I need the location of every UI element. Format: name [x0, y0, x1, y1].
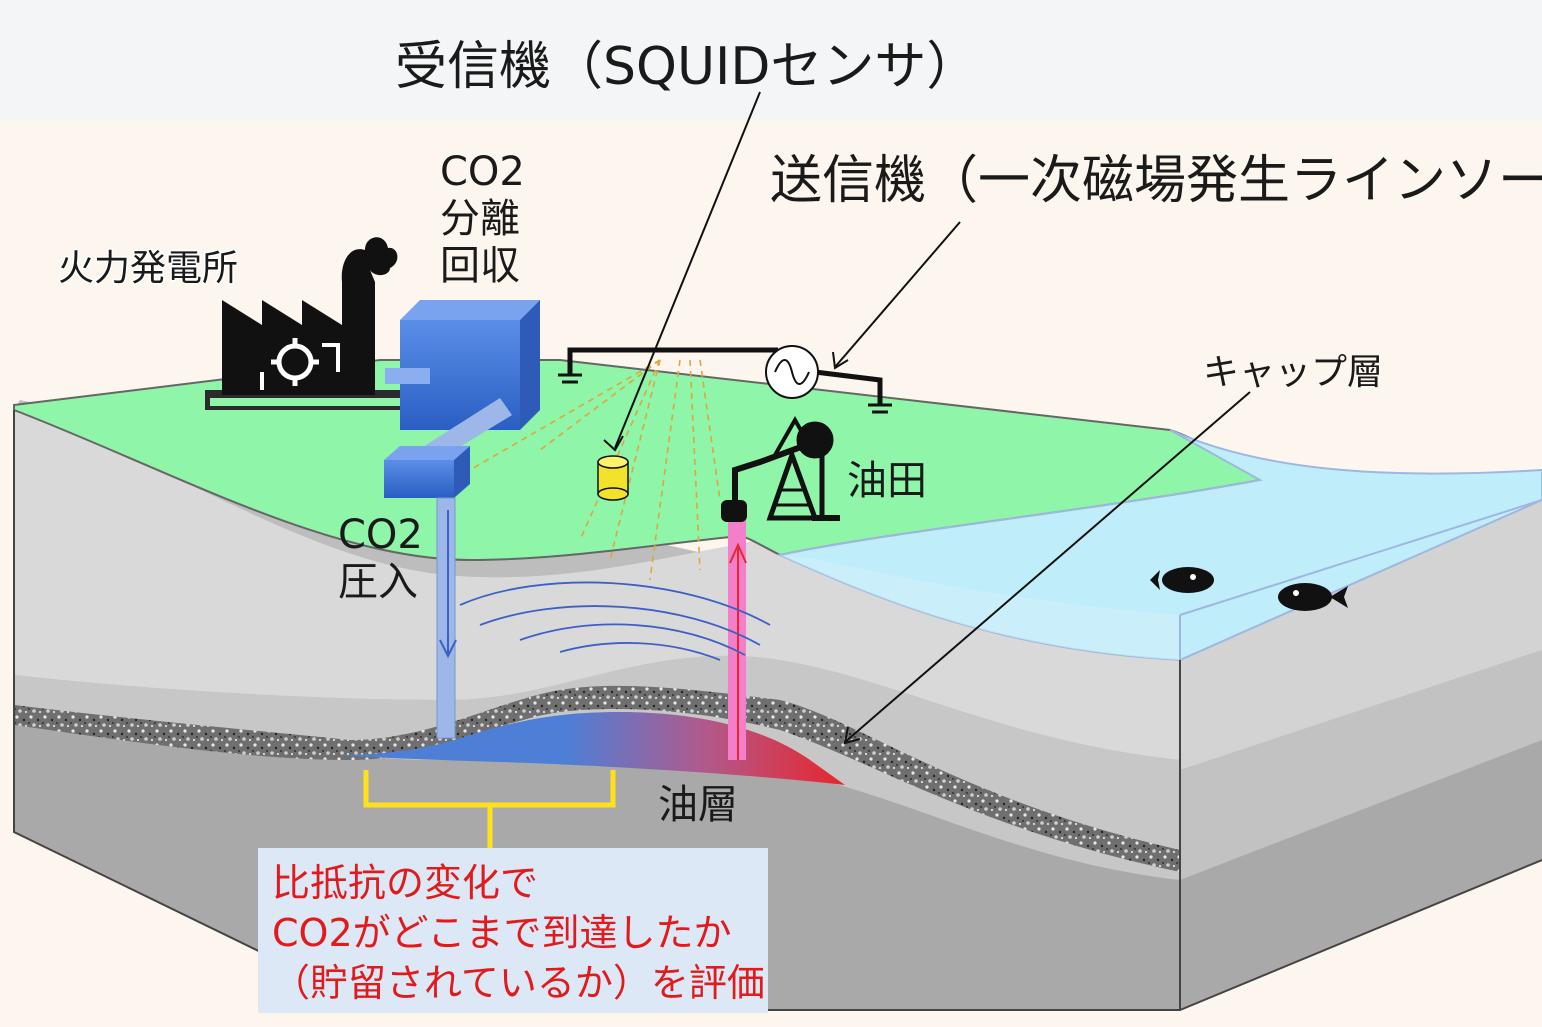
oil-layer-label: 油層 — [658, 782, 738, 828]
transmitter-label: 送信機（一次磁場発生ラインソース） — [770, 151, 1542, 211]
ground-electrode-left — [558, 373, 582, 384]
oil-field-label: 油田 — [847, 458, 927, 504]
line-source — [567, 347, 883, 405]
power-plant-label: 火力発電所 — [58, 248, 238, 289]
ground-electrode-right — [868, 403, 892, 414]
reservoir-plume — [340, 712, 845, 785]
cap-layer-label: キャップ層 — [1203, 352, 1383, 393]
sea-edge — [1179, 499, 1542, 616]
evaluation-bracket — [363, 770, 616, 850]
leader-lines — [614, 91, 1251, 743]
co2-separation-label-2: 分離 — [440, 196, 520, 242]
background-panel — [0, 0, 1542, 120]
co2-separation-label-3: 回収 — [440, 243, 520, 289]
note-line-1: 比抵抗の変化で — [272, 861, 538, 905]
stratum-upper — [14, 410, 1180, 760]
field-arcs — [459, 581, 771, 661]
cylinder-sensor-icon — [597, 455, 629, 501]
receiver-label: 受信機（SQUIDセンサ） — [395, 37, 978, 97]
note-box — [258, 848, 768, 1013]
pumpjack-icon — [732, 415, 840, 521]
sine-source-icon — [765, 345, 819, 399]
right-stratum-3 — [1180, 740, 1542, 1010]
signal-lines — [469, 359, 721, 581]
right-stratum-2 — [1180, 650, 1542, 880]
note-line-3: （貯留されているか）を評価 — [272, 961, 765, 1005]
separator-box-icon — [384, 300, 540, 498]
stratum-middle — [14, 655, 1180, 880]
co2-separation-label-1: CO2 — [440, 149, 525, 195]
fish-icon — [1278, 583, 1348, 611]
cap-rock-layer — [14, 685, 1180, 872]
factory-icon — [205, 237, 405, 410]
co2-injection-label-2: 圧入 — [338, 559, 418, 605]
co2-injection-label-1: CO2 — [338, 512, 423, 558]
fish-icon — [1150, 567, 1214, 593]
right-stratum-1 — [1180, 500, 1542, 770]
sea-front-face — [780, 555, 1180, 660]
injection-pipe — [436, 497, 456, 739]
note-line-2: CO2がどこまで到達したか — [272, 911, 731, 955]
